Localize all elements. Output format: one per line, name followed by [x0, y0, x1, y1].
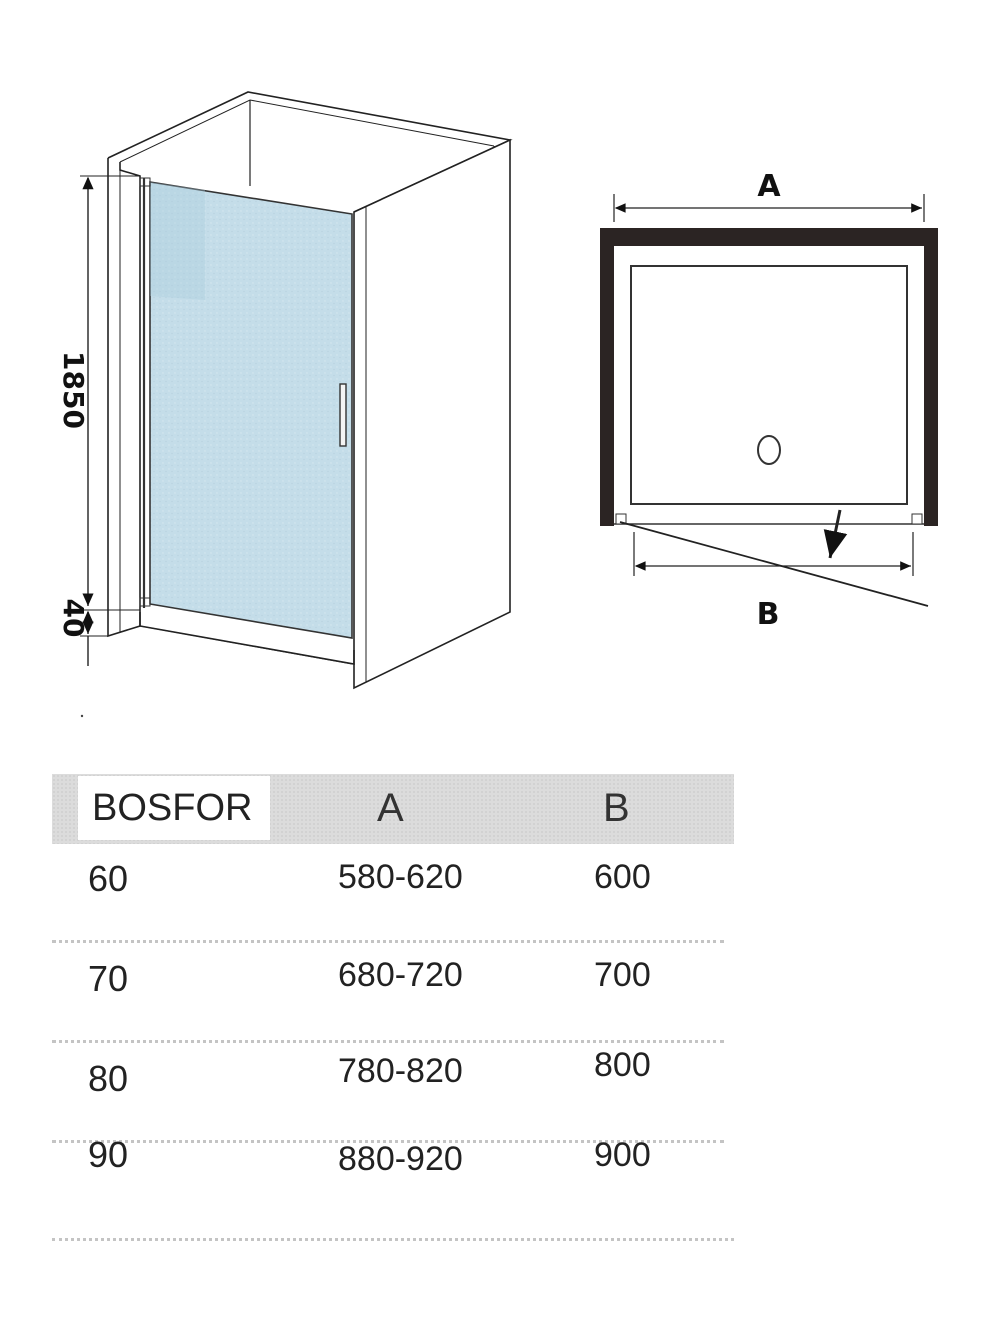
left-wall-profile — [107, 158, 141, 638]
base-height-label: 40 — [57, 599, 90, 638]
table-row: 90 880-920 900 — [52, 1134, 734, 1244]
height-dimension — [80, 175, 140, 666]
table-row: 60 580-620 600 — [52, 844, 734, 944]
door-handle — [339, 383, 347, 447]
plan-label-b: B — [757, 597, 780, 632]
width-b: 900 — [594, 1136, 651, 1174]
plan-view — [600, 228, 938, 607]
plan-dimension-b — [633, 532, 914, 576]
model-size: 60 — [88, 858, 129, 899]
model-size: 70 — [88, 958, 129, 999]
table-row: 80 780-820 800 — [52, 1044, 734, 1144]
size-table: BOSFOR A B 60 580-620 600 70 680-720 700… — [52, 774, 734, 1244]
width-range-a: 880-920 — [338, 1140, 463, 1178]
column-a-header: A — [377, 786, 404, 830]
technical-drawing: 1850 40 A B — [57, 91, 938, 718]
plan-dimension-a — [613, 194, 925, 222]
row-divider — [52, 1238, 734, 1241]
column-b-header: B — [603, 786, 630, 830]
table-header: BOSFOR A B — [52, 774, 734, 844]
table-row: 70 680-720 700 — [52, 944, 734, 1044]
width-range-a: 580-620 — [338, 858, 463, 896]
height-label: 1850 — [57, 351, 90, 429]
width-range-a: 780-820 — [338, 1052, 463, 1090]
drain-icon — [757, 435, 781, 465]
plan-tray — [630, 265, 908, 505]
model-size: 80 — [88, 1058, 129, 1099]
door-swing-line — [619, 521, 929, 607]
swing-arrow-icon — [823, 509, 848, 559]
width-b: 700 — [594, 956, 651, 994]
model-size: 90 — [88, 1134, 129, 1175]
shower-enclosure-elevation — [107, 91, 513, 690]
width-range-a: 680-720 — [338, 956, 463, 994]
row-divider — [52, 1140, 724, 1143]
row-divider — [52, 940, 724, 943]
width-b: 800 — [594, 1046, 651, 1084]
plan-label-a: A — [757, 169, 781, 204]
glass-door — [139, 177, 353, 639]
row-divider — [52, 1040, 724, 1043]
width-b: 600 — [594, 858, 651, 896]
model-header: BOSFOR — [78, 776, 270, 840]
right-side-panel — [353, 138, 511, 690]
